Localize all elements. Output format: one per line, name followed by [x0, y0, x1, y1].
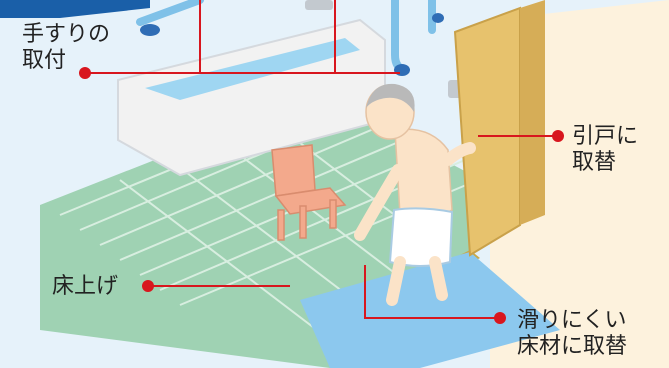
- label-sliding-door-line1: 引戸に: [572, 124, 638, 150]
- label-handrail-line2: 取付: [22, 48, 110, 74]
- label-handrail-line1: 手すりの: [22, 22, 110, 48]
- label-handrail-installation: 手すりの 取付: [22, 22, 110, 74]
- label-sliding-door-replacement: 引戸に 取替: [572, 124, 638, 176]
- label-nonslip-flooring: 滑りにくい 床材に取替: [517, 308, 627, 360]
- label-nonslip-line1: 滑りにくい: [517, 308, 627, 334]
- label-nonslip-line2: 床材に取替: [517, 334, 627, 360]
- label-sliding-door-line2: 取替: [572, 150, 638, 176]
- label-floor-raise: 床上げ: [52, 274, 118, 300]
- sliding-door-frame: [520, 0, 545, 225]
- label-floor-raise-text: 床上げ: [52, 274, 118, 300]
